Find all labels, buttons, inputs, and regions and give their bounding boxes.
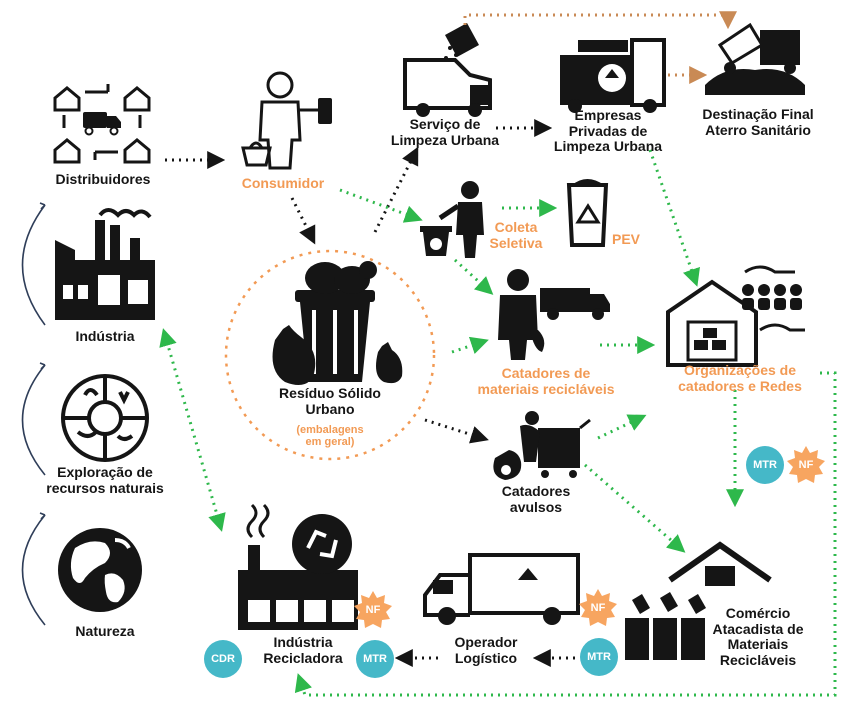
recycling-bins-icon [625,592,706,660]
nf-badge-organizacoes: NF [786,445,826,485]
waste-picker-small-icon [493,411,540,480]
mtr-badge-organizacoes: MTR [746,446,784,484]
wholesale-warehouse-icon [668,541,772,586]
destinacao-label-line2: Aterro Sanitário [705,121,811,138]
trash-bag-icon [272,325,403,386]
mtr-badge-industria: MTR [356,640,394,678]
recycling-factory-icon [238,503,358,630]
empresas-label: Empresas Privadas de Limpeza Urbana [548,107,668,155]
landfill-truck-icon [705,22,805,95]
organizacoes-label: Organizações de catadores e Redes [660,362,820,394]
waste-picker-icon [498,269,545,360]
shopping-basket-icon [241,141,272,167]
cdr-badge: CDR [204,640,242,678]
coleta-label: Coleta Seletiva [486,219,546,251]
residuo-label-line2: Urbano [305,400,355,417]
recycling-truck-icon [560,38,666,113]
brown-arrows [463,11,737,84]
person-throwing-trash-icon [438,181,484,258]
industria-recicladora-line2: Recicladora [263,649,343,666]
consumidor-label: Consumidor [241,175,325,191]
cooperative-building-icon [666,279,758,367]
cycle-bracket [21,202,46,626]
cart-icon [538,418,591,478]
nf-text: NF [590,602,606,614]
trash-bin-icon [295,261,377,382]
operador-line2: Logístico [454,649,518,666]
empresas-label-line1: Empresas [574,107,642,123]
empresas-label-line3: Limpeza Urbana [553,138,663,155]
exploracao-label: Exploração de recursos naturais [30,464,180,496]
people-group-icon [742,284,802,310]
comercio-line1: Comércio [725,605,791,621]
residuo-sub-label: (embalagens em geral) [290,424,370,449]
exploracao-label-line1: Exploração de [57,464,153,480]
catadores-avulsos-line1: Catadores [501,483,571,499]
empresas-label-line2: Privadas de [568,122,648,139]
nf-text: NF [365,604,381,616]
comercio-label: Comércio Atacadista de Materiais Reciclá… [708,605,808,669]
logistics-truck-icon [423,553,580,625]
nf-badge-industria: NF [353,590,393,630]
catadores-avulsos-line2: avulsos [509,498,563,515]
comercio-line2: Atacadista de [712,620,804,637]
residuo-sub-line2: em geral) [305,436,355,449]
distribuidores-label: Distribuidores [55,171,151,187]
organizacoes-line2: catadores e Redes [678,377,802,394]
recycle-bin-icon [420,226,452,256]
residuo-label: Resíduo Sólido Urbano [270,385,390,417]
residuo-sub-line1: (embalagens [296,424,364,436]
pev-bin-icon [566,179,609,247]
truck-icon [540,288,610,320]
mtr-badge-comercio: MTR [580,638,618,676]
destinacao-label: Destinação Final Aterro Sanitário [692,106,824,138]
garbage-truck-icon [403,23,492,117]
servico-label-line1: Serviço de [409,116,481,132]
servico-label-line2: Limpeza Urbana [390,131,500,148]
destinacao-label-line1: Destinação Final [702,106,814,122]
natural-resources-icon [61,374,149,462]
globe-icon [58,528,142,612]
operador-label: Operador Logístico [436,634,536,666]
catadores-materiais-line2: materiais recicláveis [477,380,615,397]
comercio-line3: Materiais [727,636,789,653]
coleta-label-line1: Coleta [494,219,538,235]
hands-icon [744,265,805,332]
industria-recicladora-line1: Indústria [273,634,333,650]
coleta-label-line2: Seletiva [489,234,543,251]
comercio-line4: Recicláveis [719,652,797,669]
servico-label: Serviço de Limpeza Urbana [380,116,510,148]
factory-icon [55,208,155,320]
residuo-circle [224,249,436,461]
catadores-materiais-line1: Catadores de [501,365,591,381]
operador-line1: Operador [454,634,518,650]
recycle-symbol-icon [292,514,352,574]
natureza-label: Natureza [75,623,135,639]
delivery-truck-icon [83,112,121,136]
pev-label: PEV [611,231,640,247]
green-arrows [159,149,837,697]
dark-arrows [165,119,575,667]
nf-text: NF [798,459,814,471]
industria-label: Indústria [75,328,135,344]
industria-recicladora-label: Indústria Recicladora [248,634,358,666]
exploracao-label-line2: recursos naturais [46,479,164,496]
organizacoes-line1: Organizações de [683,362,797,378]
residuo-label-line1: Resíduo Sólido [279,385,381,401]
nf-badge-comercio: NF [578,588,618,628]
catadores-materiais-label: Catadores de materiais recicláveis [458,365,634,397]
catadores-avulsos-label: Catadores avulsos [486,483,586,515]
consumer-icon [258,71,332,170]
warehouse-icon [53,84,151,164]
